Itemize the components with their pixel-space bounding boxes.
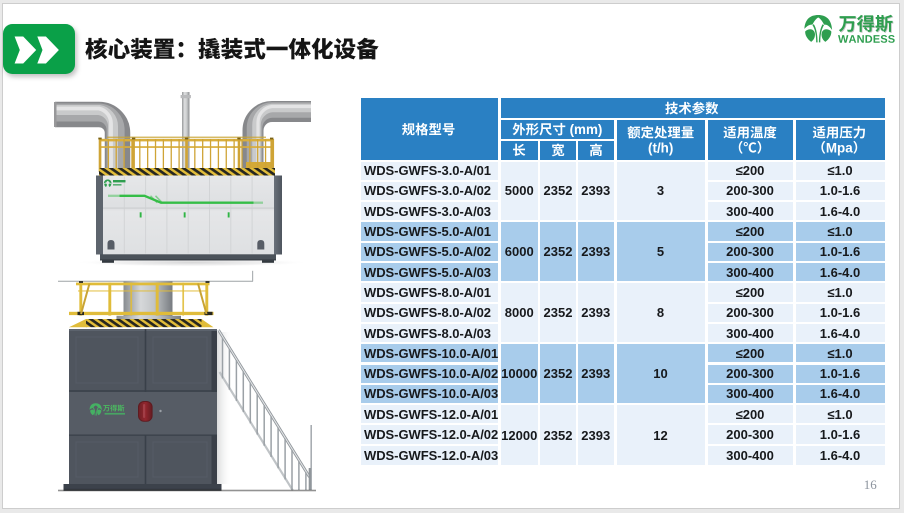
- svg-text:(mm): (mm): [570, 122, 603, 137]
- svg-text:16: 16: [864, 477, 878, 492]
- svg-text:Mpa: Mpa: [826, 140, 853, 155]
- svg-text:(t/h): (t/h): [648, 140, 673, 155]
